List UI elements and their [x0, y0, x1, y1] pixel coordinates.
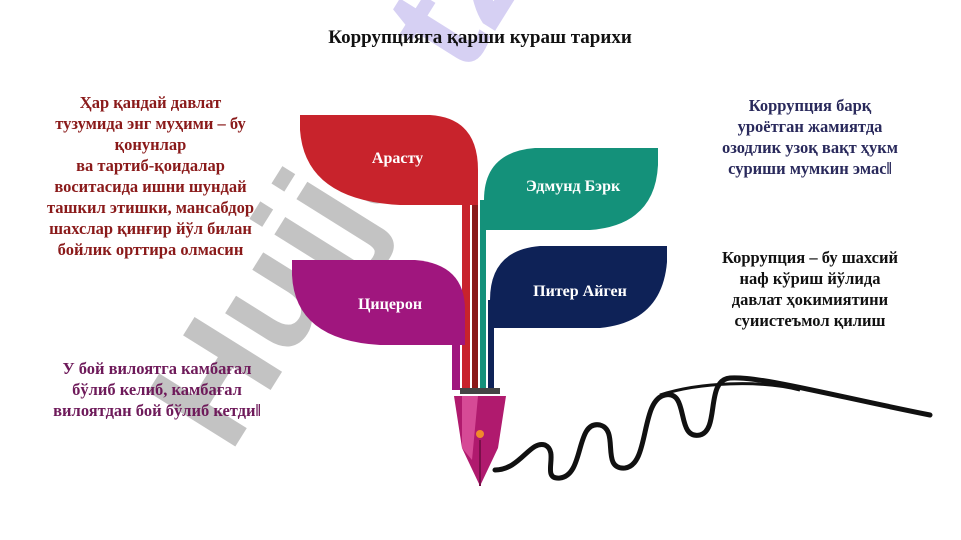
quote-line: бойлик орттира олмасин: [57, 240, 244, 259]
quote-line: тузумида энг муҳими – бу: [55, 114, 246, 133]
signature-scribble: [492, 375, 933, 481]
quote-line: суиистеъмол қилиш: [734, 311, 886, 330]
leaf-arastu: [300, 115, 478, 205]
fountain-pen-icon: [454, 388, 506, 486]
quote-eigen: Коррупция – бу шахсий наф кўриш йўлида д…: [690, 247, 930, 331]
leaf-cicero: [292, 260, 465, 345]
slide-title: Коррупцияга қарши кураш тарихи: [328, 27, 632, 48]
leaf-eigen: [490, 246, 667, 328]
quote-line: бўлиб келиб, камбағал: [72, 380, 242, 399]
quote-burke: Коррупция барқ уроётган жамиятда озодлик…: [690, 95, 930, 179]
leaf-label-burke: Эдмунд Бэрк: [525, 178, 621, 195]
leaf-burke: [484, 148, 658, 230]
quote-line: Ҳар қандай давлат: [79, 93, 222, 112]
quote-cicero: У бой вилоятга камбағал бўлиб келиб, кам…: [22, 358, 292, 421]
quote-line: У бой вилоятга камбағал: [62, 359, 252, 378]
leaf-label-arastu: Арасту: [371, 150, 424, 167]
quote-line: воситасида ишни шундай: [54, 177, 247, 196]
stem-navy: [488, 300, 494, 390]
stem-green: [480, 200, 486, 390]
stem-red: [462, 200, 470, 390]
quote-line: наф кўриш йўлида: [739, 269, 881, 288]
quote-line: ташкил этишки, мансабдор: [46, 198, 255, 217]
quote-line: Коррупция – бу шахсий: [721, 248, 898, 267]
quote-aristotle: Ҳар қандай давлат тузумида энг муҳими – …: [18, 92, 283, 260]
quote-line: уроётган жамиятда: [737, 117, 883, 136]
quote-line: ва тартиб-қоидалар: [76, 156, 225, 175]
quote-line: озодлик узоқ вақт ҳукм: [721, 138, 899, 157]
quote-line: давлат ҳокимиятини: [731, 290, 889, 309]
quote-line: шахслар қинғир йўл билан: [49, 219, 252, 238]
leaf-label-eigen: Питер Айген: [533, 283, 627, 300]
leaf-label-cicero: Цицерон: [357, 296, 423, 313]
quote-line: вилоятдан бой бўлиб кетди‖: [53, 401, 261, 420]
quote-line: Коррупция барқ: [748, 96, 872, 115]
stem-darkred: [472, 200, 478, 390]
quote-line: қонунлар: [114, 135, 187, 154]
quote-line: суриши мумкин эмас‖: [728, 159, 892, 178]
